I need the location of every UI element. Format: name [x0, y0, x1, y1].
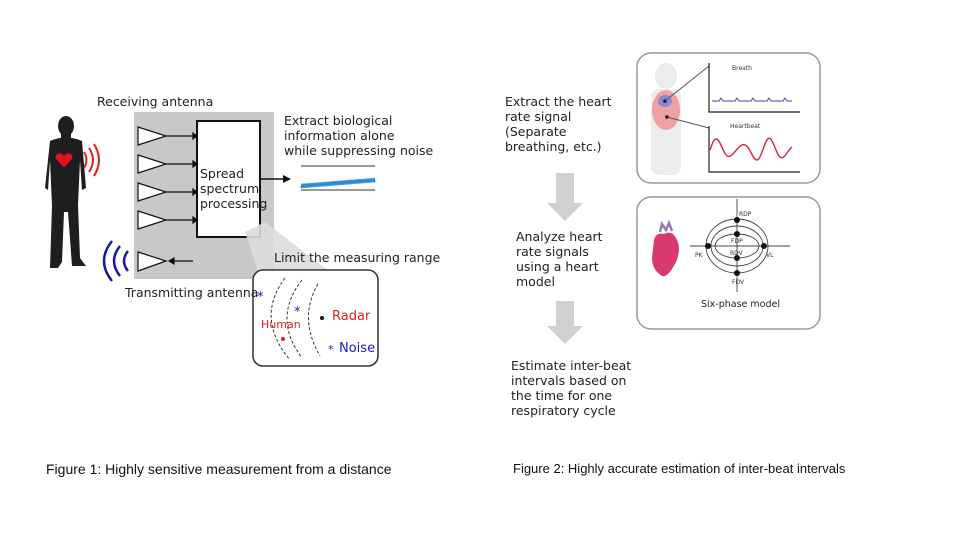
- transmitting-antenna-label: Transmitting antenna: [125, 285, 259, 300]
- heart-icon: [55, 153, 73, 167]
- noise-legend-star-icon: *: [328, 343, 334, 356]
- processing-line: processing: [200, 196, 268, 211]
- noise-star-icon: *: [294, 305, 301, 320]
- step-extract: Extract the heart rate signal (Separate …: [505, 94, 612, 154]
- radar-label: Radar: [332, 309, 371, 324]
- extract-line: while suppressing noise: [284, 143, 434, 158]
- node-pk: [705, 243, 711, 249]
- processing-block-label: Spread spectrum processing: [200, 166, 268, 211]
- receiving-antenna-label: Receiving antenna: [97, 94, 214, 109]
- step-line: (Separate: [505, 124, 567, 139]
- heartbeat-label: Heartbeat: [730, 123, 761, 130]
- node-label-pk: PK: [695, 252, 704, 259]
- step-line: rate signal: [505, 109, 572, 124]
- transmit-amplifier-icon: [137, 251, 168, 272]
- node-label-rdp: RDP: [739, 211, 752, 218]
- node-fdp: [734, 231, 740, 237]
- extract-description: Extract biological information alone whi…: [284, 113, 433, 158]
- human-label: Human: [261, 318, 301, 331]
- heart-organ-icon: [652, 219, 679, 277]
- down-arrow-icon: [547, 301, 583, 344]
- amplifier-icon: [137, 126, 168, 146]
- step-line: respiratory cycle: [511, 403, 616, 418]
- amplifier-icon: [137, 182, 168, 202]
- step-line: breathing, etc.): [505, 139, 602, 154]
- output-arrow-icon: [283, 175, 291, 183]
- step-analyze: Analyze heart rate signals using a heart…: [516, 229, 603, 289]
- step-line: using a heart: [516, 259, 599, 274]
- step-line: Estimate inter-beat: [511, 358, 632, 373]
- node-label-vl: VL: [766, 252, 774, 259]
- extract-line: Extract biological: [284, 113, 393, 128]
- phase-nodes: [705, 217, 767, 276]
- node-rdv: [734, 255, 740, 261]
- breath-signal-line: [712, 97, 792, 102]
- model-panel: [636, 196, 821, 330]
- node-rdp: [734, 217, 740, 223]
- amplifier-icon: [137, 154, 168, 174]
- range-arcs: [270, 277, 321, 361]
- step-line: the time for one: [511, 388, 613, 403]
- step-line: Analyze heart: [516, 229, 603, 244]
- processing-line: Spread: [200, 166, 245, 181]
- step-line: intervals based on: [511, 373, 627, 388]
- heartbeat-signal-line: [709, 137, 793, 161]
- node-fdv: [734, 270, 740, 276]
- node-label-rdv: RDV: [730, 250, 744, 257]
- node-vl: [761, 243, 767, 249]
- node-label-fdp: FDP: [731, 238, 743, 245]
- breath-axes: [708, 63, 800, 113]
- extracted-signal-line: [300, 177, 376, 189]
- person-silhouette-icon: [45, 116, 86, 268]
- transmit-waves-icon: [102, 240, 130, 282]
- zoom-callout-cone: [245, 222, 330, 272]
- node-label-fdv: FDV: [732, 279, 745, 286]
- processing-line: spectrum: [200, 181, 260, 196]
- signal-panel: [636, 52, 821, 184]
- step-line: rate signals: [516, 244, 589, 259]
- noise-star-icon: *: [257, 290, 264, 305]
- figure1-caption: Figure 1: Highly sensitive measurement f…: [46, 461, 392, 477]
- limit-range-label: Limit the measuring range: [274, 250, 441, 265]
- noise-label: Noise: [339, 341, 376, 356]
- human-dot-icon: [281, 337, 285, 341]
- spread-spectrum-block: [196, 120, 261, 238]
- step-line: Extract the heart: [505, 94, 612, 109]
- heartbeat-waves-icon: [83, 143, 100, 177]
- step-estimate: Estimate inter-beat intervals based on t…: [511, 358, 631, 418]
- figure2-caption: Figure 2: Highly accurate estimation of …: [513, 461, 846, 476]
- receiving-amplifiers: [137, 126, 198, 272]
- radar-dot-icon: [320, 316, 324, 320]
- amplifier-icon: [137, 210, 168, 230]
- down-arrow-icon: [547, 173, 583, 221]
- heartbeat-axes: [708, 126, 800, 173]
- measuring-range-inset: [252, 269, 379, 367]
- step-line: model: [516, 274, 555, 289]
- six-phase-model-title: Six-phase model: [701, 299, 780, 310]
- breath-label: Breath: [732, 65, 752, 72]
- extract-line: information alone: [284, 128, 395, 143]
